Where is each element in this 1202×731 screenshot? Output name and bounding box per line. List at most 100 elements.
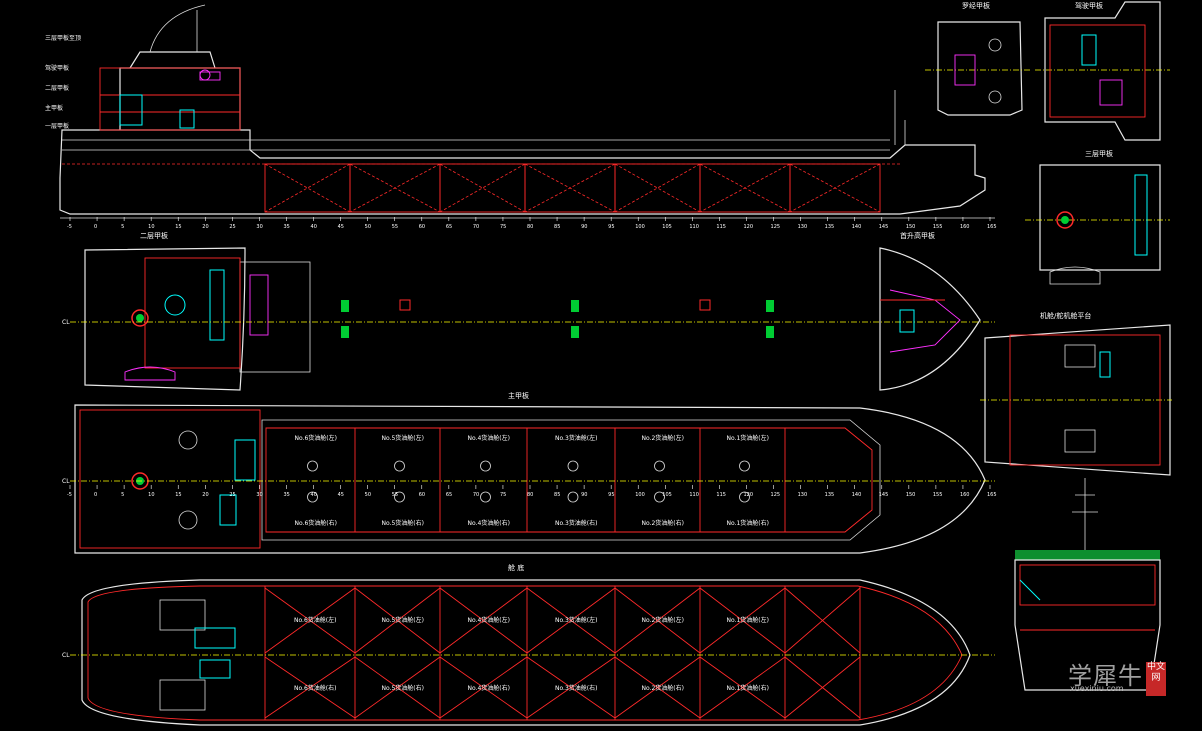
- frame-tick-label: 20: [202, 492, 208, 498]
- valve-marker: [766, 326, 774, 338]
- watermark-url: xuexiniu.com: [1070, 684, 1124, 693]
- tank-label: No.3货油舱(右): [555, 519, 597, 527]
- view-title-main-deck: 主甲板: [508, 391, 529, 400]
- frame-tick-label: 30: [256, 492, 262, 498]
- valve-marker: [766, 300, 774, 312]
- tank-label: No.5货油舱(右): [382, 684, 424, 692]
- frame-tick-label: 165: [987, 224, 997, 230]
- frame-tick-label: 130: [798, 224, 808, 230]
- frame-tick-label: 130: [798, 492, 808, 498]
- frame-tick-label: 50: [365, 492, 371, 498]
- frame-tick-label: 105: [662, 492, 672, 498]
- centerline-label: CL: [62, 652, 70, 659]
- main-deck-view: 主甲板 No.6货油舱(左)No.5货油舱(左)No.4货油舱(左)No.3货油…: [62, 391, 997, 554]
- frame-tick-label: 160: [960, 492, 970, 498]
- tank-label: No.2货油舱(右): [642, 519, 684, 527]
- valve-marker: [341, 326, 349, 338]
- view-title-third-deck: 三层甲板: [1085, 149, 1113, 158]
- frame-tick-label: 95: [608, 224, 614, 230]
- frame-tick-label: 75: [500, 224, 506, 230]
- frame-tick-label: 105: [662, 224, 672, 230]
- tank-label: No.3货油舱(右): [555, 684, 597, 692]
- watermark-badge: 中文网: [1146, 662, 1166, 696]
- frame-tick-label: 140: [852, 492, 862, 498]
- second-deck-view: 二层甲板 CL: [62, 231, 995, 391]
- view-title-hold: 舱 底: [508, 563, 524, 572]
- frame-tick-label: 75: [500, 492, 506, 498]
- hold-view: 舱 底 No.6货油舱(左)No.5货油舱(左)No.4货油舱(左)No.3货油…: [62, 563, 995, 726]
- profile-note: 三层甲板至顶: [45, 34, 81, 42]
- frame-tick-label: 155: [933, 224, 943, 230]
- profile-note: 驾驶甲板: [45, 64, 69, 72]
- frame-tick-label: 80: [527, 492, 533, 498]
- tank-label: No.1货油舱(右): [727, 684, 769, 692]
- frame-tick-label: 150: [906, 492, 916, 498]
- frame-tick-label: 60: [419, 492, 425, 498]
- frame-tick-label: 135: [825, 224, 835, 230]
- frame-tick-label: 45: [338, 224, 344, 230]
- frame-tick-label: 30: [256, 224, 262, 230]
- tank-label: No.5货油舱(右): [382, 519, 424, 527]
- frame-tick-label: 115: [716, 224, 726, 230]
- centerline-label: CL: [62, 478, 70, 485]
- frame-tick-label: 145: [879, 492, 889, 498]
- view-title-forecastle: 首升高甲板: [900, 231, 935, 240]
- frame-tick-label: 70: [473, 492, 479, 498]
- valve-marker: [571, 326, 579, 338]
- frame-tick-label: 65: [446, 492, 452, 498]
- frame-tick-label: 155: [933, 492, 943, 498]
- tank-label: No.3货油舱(左): [555, 434, 597, 442]
- valve-marker: [571, 300, 579, 312]
- centerline-label: CL: [62, 319, 70, 326]
- frame-tick-label: 165: [987, 492, 997, 498]
- profile-note: 二层甲板: [45, 84, 69, 92]
- frame-tick-label: 25: [229, 492, 235, 498]
- tank-label: No.2货油舱(右): [642, 684, 684, 692]
- forecastle-view: 首升高甲板: [879, 231, 981, 391]
- tank-label: No.1货油舱(右): [727, 519, 769, 527]
- tank-label: No.5货油舱(左): [382, 616, 424, 624]
- tank-label: No.6货油舱(右): [295, 519, 337, 527]
- frame-tick-label: 20: [202, 224, 208, 230]
- frame-tick-label: 55: [392, 492, 398, 498]
- frame-tick-label: 125: [771, 224, 781, 230]
- frame-tick-label: 90: [581, 224, 587, 230]
- frame-tick-label: 40: [311, 492, 317, 498]
- frame-tick-label: 55: [392, 224, 398, 230]
- valve-marker: [341, 300, 349, 312]
- tank-label: No.4货油舱(左): [468, 434, 510, 442]
- frame-tick-label: 160: [960, 224, 970, 230]
- frame-tick-label: 125: [771, 492, 781, 498]
- frame-tick-label: 60: [419, 224, 425, 230]
- frame-tick-label: -5: [67, 224, 72, 230]
- frame-tick-label: 70: [473, 224, 479, 230]
- frame-tick-label: 85: [554, 224, 560, 230]
- frame-tick-label: 15: [175, 224, 181, 230]
- bridge-deck-view: 驾驶甲板: [1035, 1, 1170, 141]
- frame-tick-label: 110: [689, 492, 699, 498]
- frame-tick-label: 45: [338, 492, 344, 498]
- tank-label: No.1货油舱(左): [727, 616, 769, 624]
- frame-tick-label: 5: [121, 492, 124, 498]
- tank-label: No.4货油舱(右): [468, 684, 510, 692]
- profile-note: 一层甲板: [45, 122, 69, 130]
- tank-label: No.6货油舱(右): [294, 684, 336, 692]
- tank-label: No.6货油舱(左): [295, 434, 337, 442]
- profile-note: 主甲板: [45, 104, 63, 112]
- frame-tick-label: 35: [283, 492, 289, 498]
- frame-tick-label: 80: [527, 224, 533, 230]
- valve-marker: [699, 299, 711, 311]
- watermark-text: 学犀牛: [1068, 662, 1143, 690]
- view-title-second-deck: 二层甲板: [140, 231, 168, 240]
- frame-tick-label: 95: [608, 492, 614, 498]
- tank-label: No.1货油舱(左): [727, 434, 769, 442]
- frame-tick-label: 120: [743, 224, 753, 230]
- frame-tick-label: -5: [67, 492, 72, 498]
- frame-tick-label: 10: [148, 492, 154, 498]
- frame-tick-label: 140: [852, 224, 862, 230]
- tank-label: No.6货油舱(左): [294, 616, 336, 624]
- frame-tick-label: 5: [121, 224, 124, 230]
- frame-tick-label: 135: [825, 492, 835, 498]
